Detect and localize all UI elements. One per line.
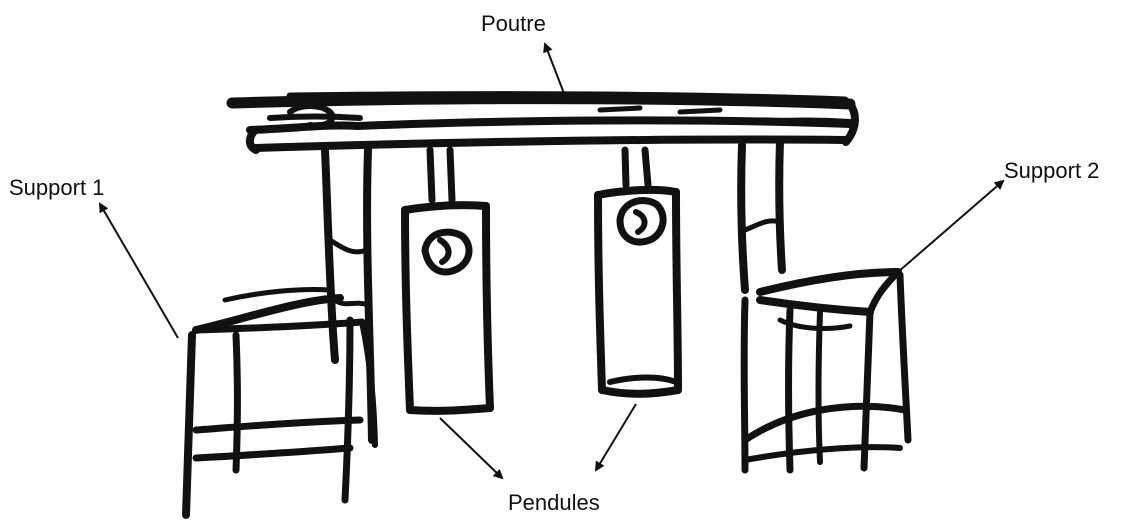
pendulum-2-drawing <box>598 150 678 394</box>
support-2-label: Support 2 <box>1004 158 1099 183</box>
support-1-label: Support 1 <box>9 175 104 200</box>
pendulum-1-drawing <box>405 150 490 411</box>
pendulums-label: Pendules <box>508 490 600 515</box>
beam-arrow <box>545 44 565 96</box>
beam-label: Poutre <box>481 11 546 36</box>
support-2-drawing <box>744 272 908 470</box>
support-1-drawing <box>186 289 375 515</box>
support-2-arrow <box>898 181 1003 272</box>
pendulum-1-arrow <box>440 418 502 478</box>
pendulum-2-arrow <box>596 404 636 470</box>
support-1-arrow <box>100 204 178 338</box>
right-post-drawing <box>741 140 782 290</box>
beam-drawing <box>232 95 855 150</box>
